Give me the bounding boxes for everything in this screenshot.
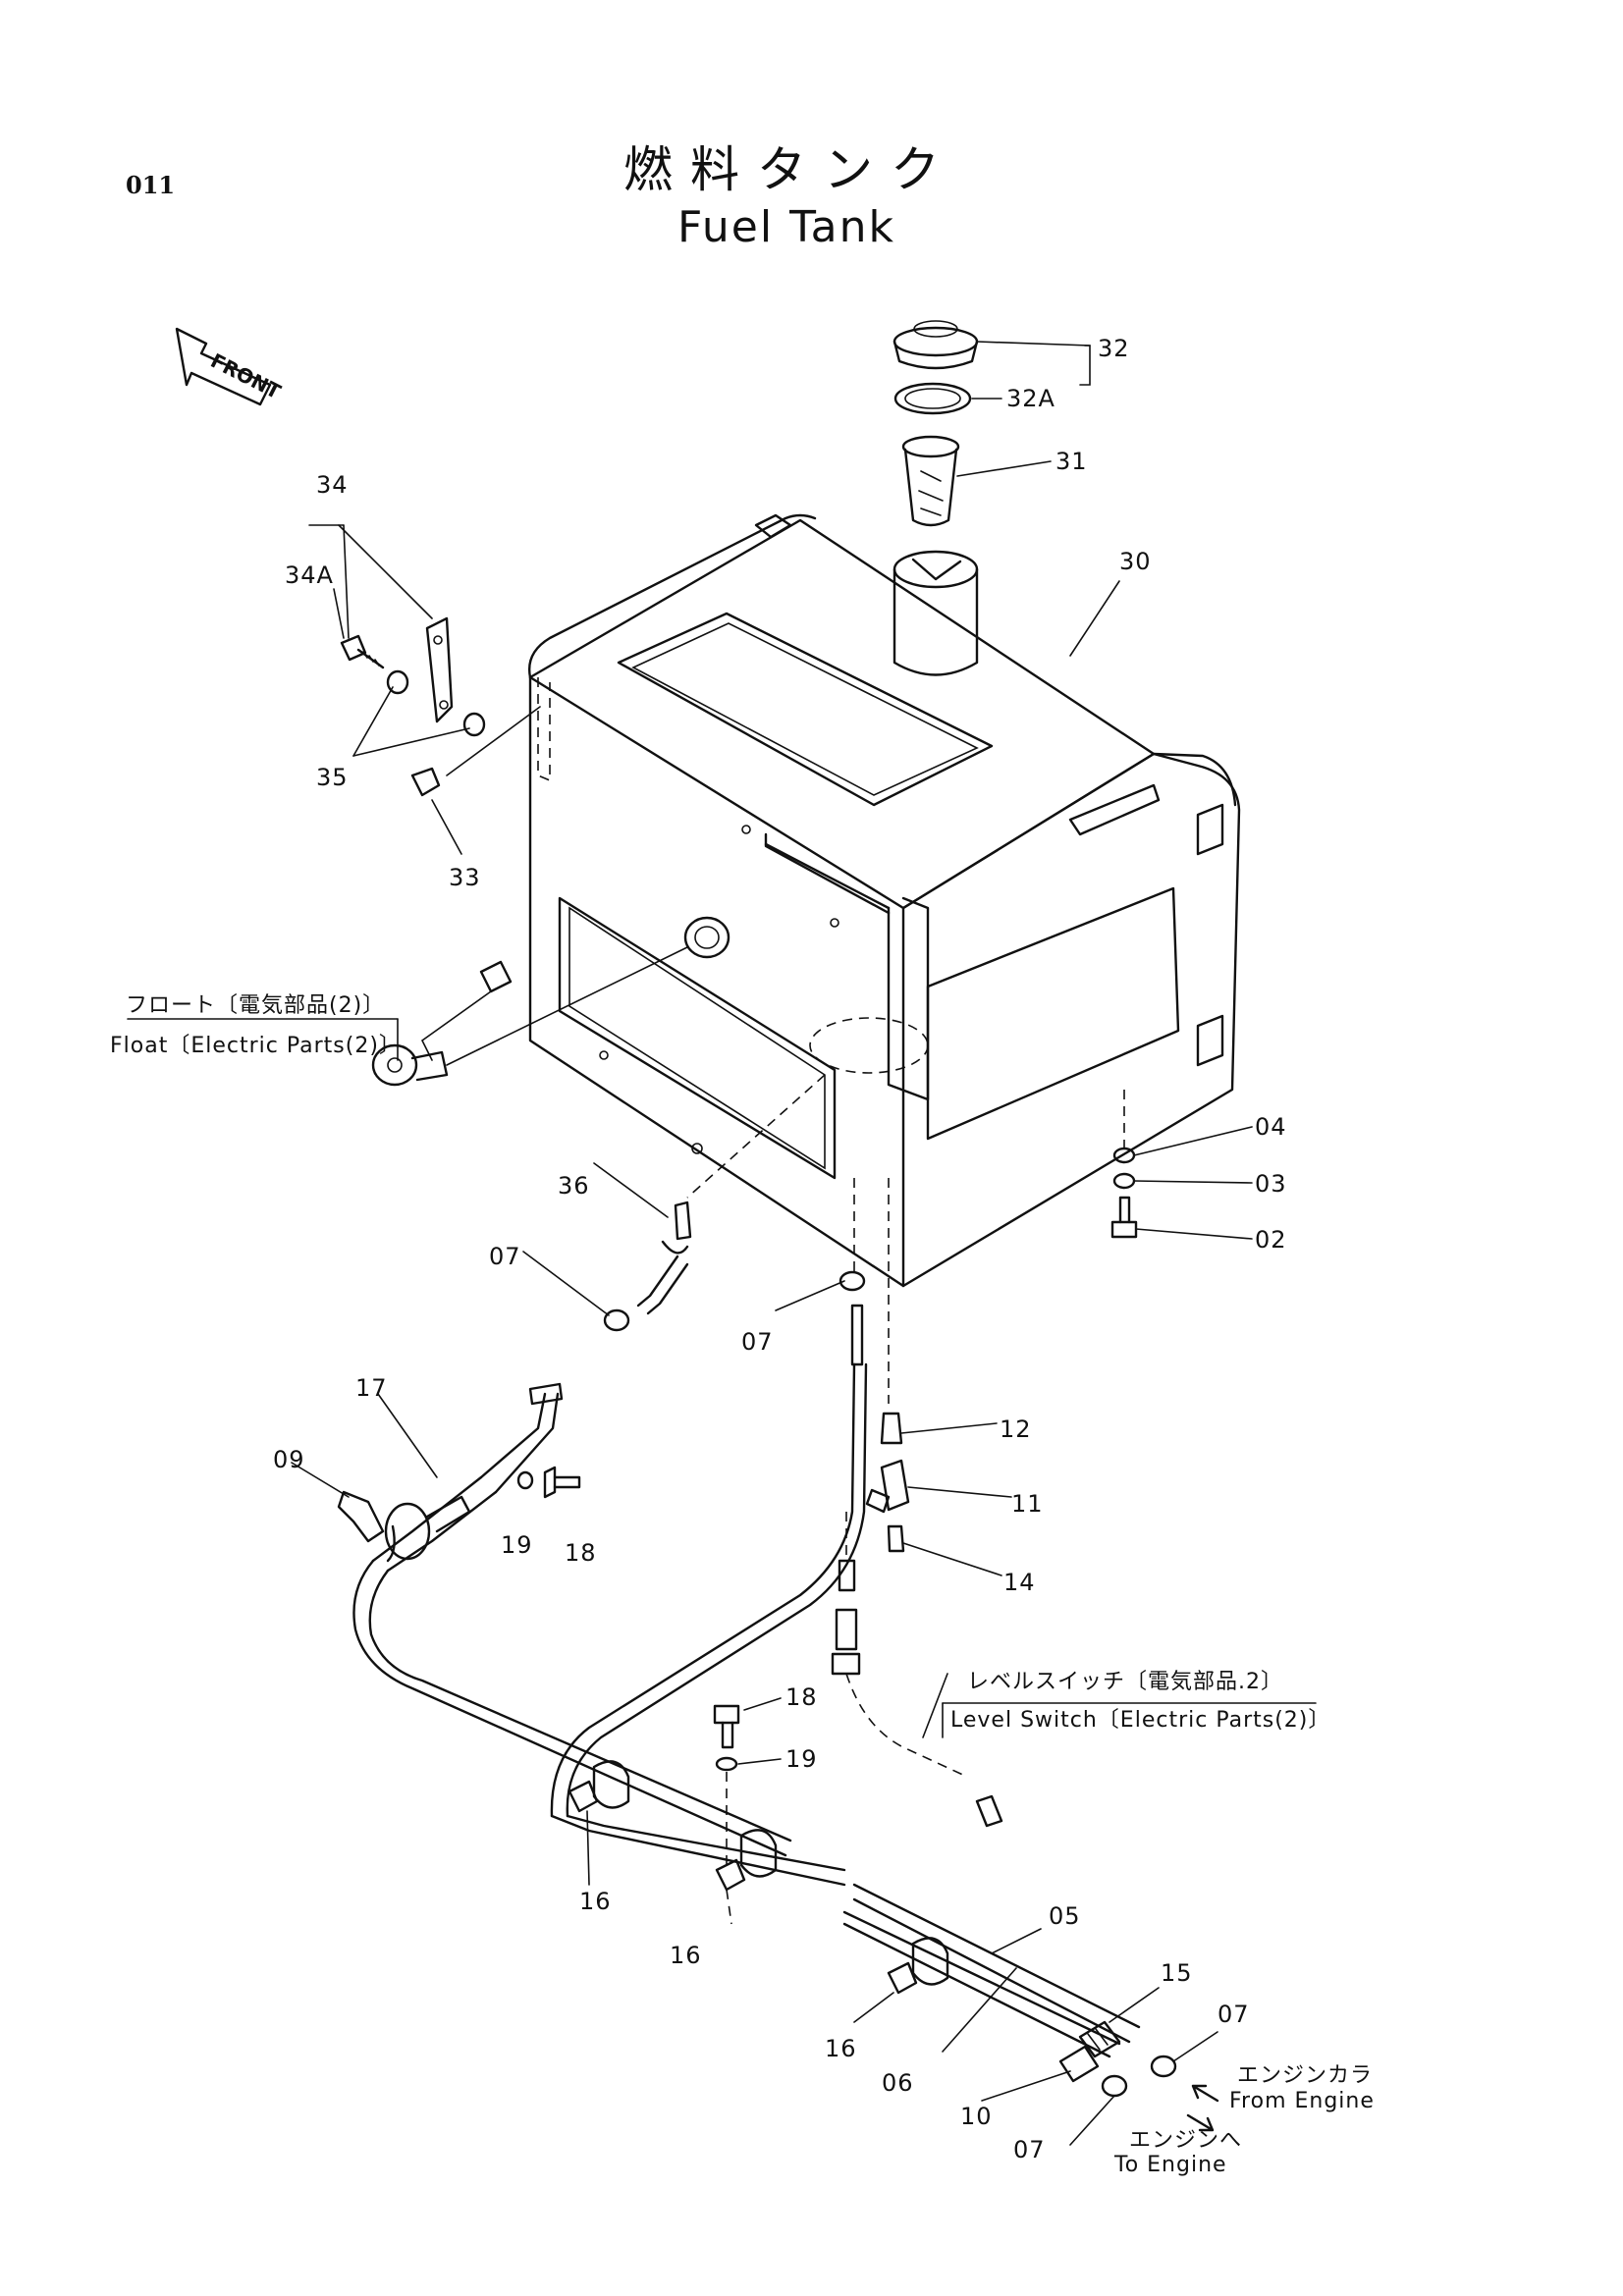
label-19-a: 19 bbox=[501, 1531, 533, 1559]
label-34a: 34A bbox=[285, 561, 334, 589]
label-14: 14 bbox=[1003, 1569, 1036, 1596]
level-switch-callout-en: Level Switch〔Electric Parts(2)〕 bbox=[950, 1708, 1331, 1733]
mounting-bracket bbox=[425, 616, 454, 723]
label-11: 11 bbox=[1011, 1490, 1044, 1518]
drain-plug-14 bbox=[887, 1524, 905, 1553]
hose-clamp-07-a bbox=[603, 1308, 630, 1332]
label-18-b: 18 bbox=[785, 1683, 818, 1711]
front-arrow-text: FRONT bbox=[207, 348, 285, 403]
fitting-10 bbox=[1058, 2045, 1100, 2083]
washer-35-b bbox=[462, 712, 486, 737]
elbow-fitting-36 bbox=[636, 1201, 692, 1315]
label-10: 10 bbox=[960, 2103, 993, 2130]
label-32a: 32A bbox=[1006, 385, 1055, 412]
label-05: 05 bbox=[1049, 1902, 1081, 1930]
float-callout-en: Float〔Electric Parts(2)〕 bbox=[110, 1034, 402, 1058]
drain-hose bbox=[550, 1270, 868, 1818]
washer-19-a bbox=[516, 1470, 534, 1490]
label-07-a: 07 bbox=[489, 1243, 521, 1270]
level-switch-callout-jp: レベルスイッチ〔電気部品.2〕 bbox=[967, 1670, 1283, 1694]
bolt-34a bbox=[340, 634, 385, 669]
level-float bbox=[371, 946, 688, 1087]
to-engine-arrow-icon bbox=[1186, 2113, 1215, 2132]
hose-clamp-07-d bbox=[1101, 2074, 1128, 2098]
pipe-clamp-16-c bbox=[887, 1937, 949, 1995]
cap-gasket bbox=[893, 382, 972, 415]
return-pipe bbox=[371, 1382, 564, 1573]
bolt-02 bbox=[1110, 1196, 1138, 1239]
label-16-a: 16 bbox=[579, 1888, 612, 1915]
page-number: 011 bbox=[126, 171, 176, 199]
bolt-18-b bbox=[713, 1704, 740, 1749]
label-36: 36 bbox=[558, 1172, 590, 1200]
label-09: 09 bbox=[273, 1446, 305, 1473]
label-19-b: 19 bbox=[785, 1745, 818, 1773]
label-06: 06 bbox=[882, 2069, 914, 2097]
label-12: 12 bbox=[1000, 1415, 1032, 1443]
label-02: 02 bbox=[1255, 1226, 1287, 1254]
hose-clamp-07-c bbox=[1150, 2055, 1177, 2078]
pipe-clamp-16-b bbox=[715, 1829, 778, 1892]
label-07-c: 07 bbox=[1217, 2001, 1250, 2028]
from-engine-jp: エンジンカラ bbox=[1237, 2063, 1374, 2088]
drain-fitting-12 bbox=[880, 1412, 903, 1445]
plug-33 bbox=[410, 767, 441, 797]
fuel-cap bbox=[893, 320, 979, 370]
title-japanese: 燃料タンク bbox=[623, 141, 957, 198]
label-03: 03 bbox=[1255, 1170, 1287, 1198]
fuel-tank-body bbox=[528, 513, 1241, 1288]
washer-35-a bbox=[386, 669, 409, 695]
bolt-18-a bbox=[543, 1466, 581, 1499]
label-04: 04 bbox=[1255, 1113, 1287, 1141]
label-30: 30 bbox=[1119, 548, 1152, 575]
drain-cock-11 bbox=[865, 1459, 910, 1514]
front-arrow-icon: FRONT bbox=[175, 327, 285, 406]
label-07-b: 07 bbox=[741, 1328, 774, 1356]
fuel-pipe-bundle bbox=[352, 1559, 1141, 2058]
label-15: 15 bbox=[1161, 1959, 1193, 1987]
label-16-c: 16 bbox=[825, 2035, 857, 2062]
level-switch bbox=[831, 1559, 1003, 1828]
label-16-b: 16 bbox=[670, 1942, 702, 1969]
to-engine-jp: エンジンへ bbox=[1129, 2128, 1243, 2153]
label-07-d: 07 bbox=[1013, 2136, 1046, 2163]
fitting-15 bbox=[1078, 2020, 1121, 2058]
washer-03 bbox=[1112, 1172, 1136, 1190]
pipe-clamp-17 bbox=[384, 1495, 471, 1561]
label-32: 32 bbox=[1098, 335, 1130, 362]
label-18-a: 18 bbox=[565, 1539, 597, 1567]
elbow-09 bbox=[337, 1490, 396, 1563]
pipe-clamp-16-a bbox=[568, 1760, 630, 1813]
from-engine-arrow-icon bbox=[1191, 2084, 1219, 2103]
float-callout-jp: フロート〔電気部品(2)〕 bbox=[126, 993, 386, 1018]
label-33: 33 bbox=[449, 864, 481, 891]
label-31: 31 bbox=[1055, 448, 1088, 475]
title-english: Fuel Tank bbox=[677, 202, 895, 252]
label-34: 34 bbox=[316, 471, 349, 499]
from-engine-en: From Engine bbox=[1229, 2089, 1375, 2113]
label-17: 17 bbox=[355, 1374, 388, 1402]
washer-19-b bbox=[715, 1756, 738, 1772]
fuel-strainer bbox=[901, 435, 960, 527]
label-35: 35 bbox=[316, 764, 349, 791]
to-engine-en: To Engine bbox=[1114, 2153, 1227, 2177]
